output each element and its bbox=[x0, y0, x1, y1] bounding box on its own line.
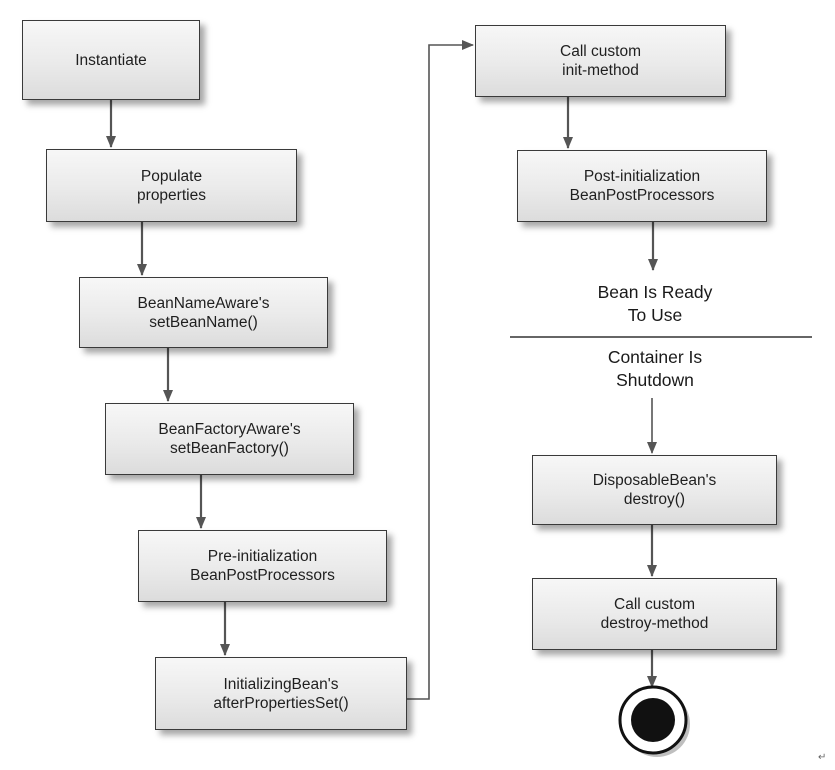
step-populate-properties: Populate properties bbox=[46, 149, 297, 222]
step-disposable-bean: DisposableBean's destroy() bbox=[532, 455, 777, 525]
state-bean-ready: Bean Is Ready To Use bbox=[535, 281, 775, 327]
step-init-method-line-1: Call custom bbox=[560, 43, 641, 60]
step-bean-name-aware-line-1: BeanNameAware's bbox=[137, 294, 270, 312]
state-shutdown-line-1: Container Is bbox=[607, 347, 703, 367]
step-pre-init-line-2: BeanPostProcessors bbox=[190, 567, 335, 584]
end-node-icon bbox=[618, 685, 690, 757]
step-populate-line-2: properties bbox=[137, 186, 206, 204]
state-ready-line-2: To Use bbox=[627, 305, 683, 325]
state-ready-line-1: Bean Is Ready bbox=[597, 282, 713, 302]
step-pre-init-line-1: Pre-initialization bbox=[207, 548, 318, 565]
step-instantiate: Instantiate bbox=[22, 20, 200, 100]
state-shutdown-line-2: Shutdown bbox=[616, 370, 694, 390]
step-call-init-method: Call custom init-method bbox=[475, 25, 726, 97]
step-bean-factory-aware: BeanFactoryAware's setBeanFactory() bbox=[105, 403, 354, 475]
step-call-destroy-method: Call custom destroy-method bbox=[532, 578, 777, 650]
state-container-shutdown: Container Is Shutdown bbox=[535, 346, 775, 392]
step-instantiate-line-1: Instantiate bbox=[75, 51, 147, 69]
step-bean-name-aware-line-2: setBeanName() bbox=[149, 313, 258, 331]
corner-return-mark: ↵ bbox=[818, 752, 827, 763]
step-initializing-bean: InitializingBean's afterPropertiesSet() bbox=[155, 657, 407, 730]
step-bean-name-aware: BeanNameAware's setBeanName() bbox=[79, 277, 328, 348]
step-destroy-method-line-1: Call custom bbox=[614, 596, 695, 613]
step-populate-line-1: Populate bbox=[140, 167, 203, 185]
step-post-init-line-1: Post-initialization bbox=[583, 168, 701, 185]
step-destroy-method-line-2: destroy-method bbox=[600, 615, 709, 632]
step-initializing-bean-line-2: afterPropertiesSet() bbox=[213, 694, 349, 712]
step-disposable-bean-line-1: DisposableBean's bbox=[592, 472, 717, 489]
arrow-initializingbean-to-initmethod bbox=[407, 40, 474, 700]
step-bean-factory-aware-line-1: BeanFactoryAware's bbox=[158, 421, 301, 438]
step-post-init-line-2: BeanPostProcessors bbox=[569, 187, 715, 204]
step-pre-initialization: Pre-initialization BeanPostProcessors bbox=[138, 530, 387, 602]
step-initializing-bean-line-1: InitializingBean's bbox=[223, 675, 339, 693]
step-post-initialization: Post-initialization BeanPostProcessors bbox=[517, 150, 767, 222]
step-init-method-line-2: init-method bbox=[562, 62, 639, 79]
step-bean-factory-aware-line-2: setBeanFactory() bbox=[170, 440, 289, 457]
step-disposable-bean-line-2: destroy() bbox=[623, 491, 686, 508]
